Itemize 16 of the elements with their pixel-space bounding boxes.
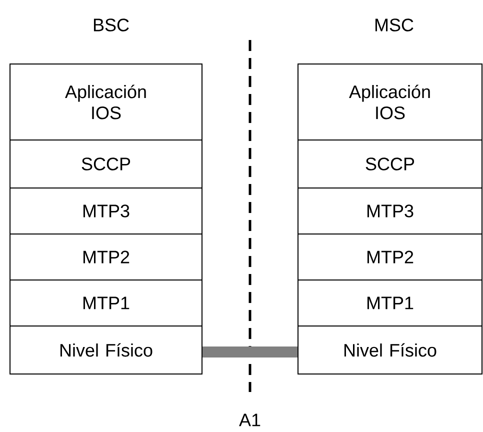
layer-box: Nivel Físico bbox=[10, 326, 202, 374]
layer-box: MTP3 bbox=[298, 188, 482, 234]
layer-box: Nivel Físico bbox=[298, 326, 482, 374]
layer-box: MTP3 bbox=[10, 188, 202, 234]
stack-heading: MSC bbox=[375, 18, 414, 32]
layer-box: MTP1 bbox=[10, 280, 202, 326]
layer-box: MTP2 bbox=[298, 234, 482, 280]
layer-box: Aplicación IOS bbox=[298, 64, 482, 140]
stack-heading: BSC bbox=[94, 18, 129, 32]
layer-box: MTP1 bbox=[298, 280, 482, 326]
link-line bbox=[202, 346, 298, 358]
layer-box: Aplicación IOS bbox=[10, 64, 202, 140]
layer-box: SCCP bbox=[10, 140, 202, 188]
layer-box: MTP2 bbox=[10, 234, 202, 280]
interface-label: A1 bbox=[239, 414, 260, 426]
layer-box: SCCP bbox=[298, 140, 482, 188]
